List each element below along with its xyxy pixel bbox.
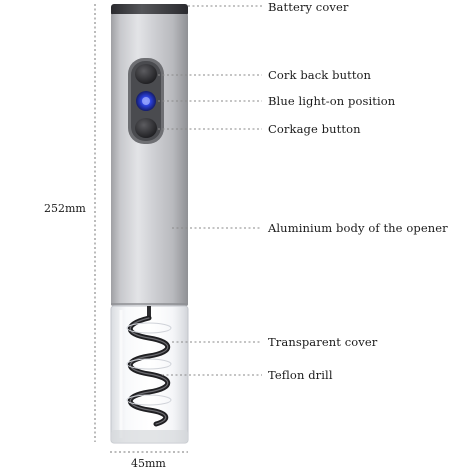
callout-aluminium-body: Aluminium body of the opener xyxy=(268,221,448,235)
callout-battery-cover: Battery cover xyxy=(268,0,349,14)
callout-corkage-button: Corkage button xyxy=(268,122,361,136)
cork-back-button-shape xyxy=(135,64,157,84)
cover-bottom-rim xyxy=(111,430,188,443)
teflon-drill-shape xyxy=(126,306,172,427)
callout-teflon-drill: Teflon drill xyxy=(268,368,333,382)
callout-transparent-cover: Transparent cover xyxy=(268,335,378,349)
blue-light-glare xyxy=(142,97,150,105)
aluminium-body xyxy=(111,14,188,306)
callout-blue-light-position: Blue light-on position xyxy=(268,94,396,108)
corkage-button-shape xyxy=(135,118,157,138)
callout-cork-back-button: Cork back button xyxy=(268,68,372,82)
width-dimension-label: 45mm xyxy=(131,457,166,470)
battery-cover-cap xyxy=(111,4,188,16)
height-dimension-label: 252mm xyxy=(44,202,86,215)
